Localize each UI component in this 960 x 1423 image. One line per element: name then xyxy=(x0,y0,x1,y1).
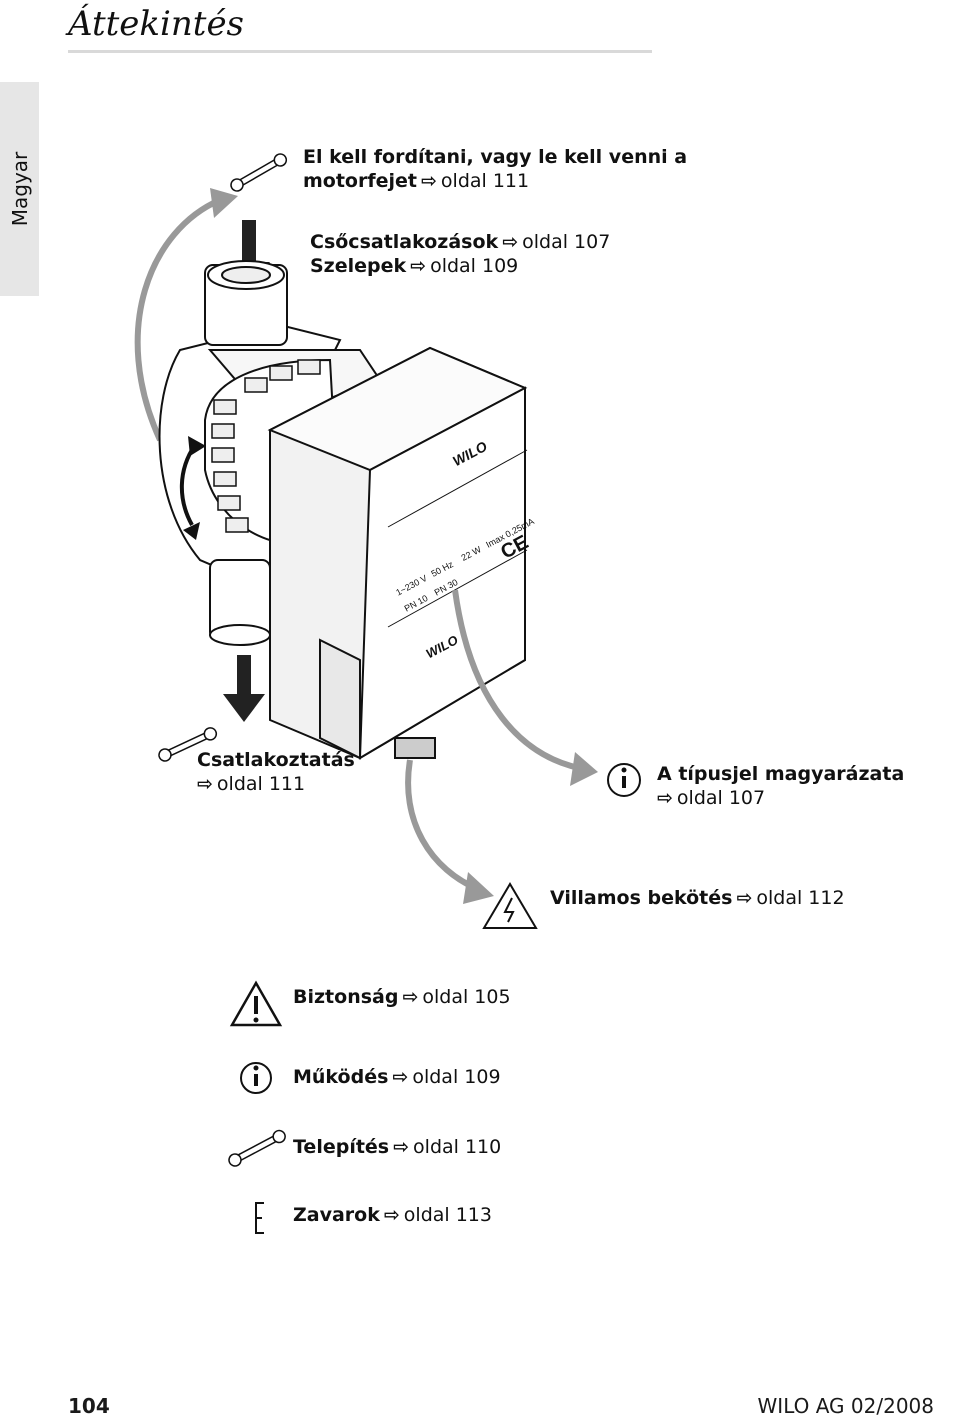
callout-tipusjel: A típusjel magyarázata ⇨oldal 107 xyxy=(657,762,904,810)
wrench-icon xyxy=(230,153,288,192)
nameplate-rating3: 22 W xyxy=(460,544,484,563)
arrow-head-typeplate xyxy=(570,752,598,786)
callout-villamos: Villamos bekötés⇨oldal 112 xyxy=(550,886,845,910)
callout-cso: Csőcsatlakozások⇨oldal 107 Szelepek⇨olda… xyxy=(310,230,610,278)
index-ref[interactable]: oldal 109 xyxy=(412,1066,501,1088)
callout-motorfej: El kell fordítani, vagy le kell venni a … xyxy=(303,145,687,193)
language-tab: Magyar xyxy=(0,82,39,296)
page-title: Áttekintés xyxy=(68,4,245,44)
index-ref[interactable]: oldal 113 xyxy=(403,1204,492,1226)
index-item-biztonsag[interactable]: Biztonság⇨oldal 105 xyxy=(293,985,511,1009)
info-icon xyxy=(607,763,641,797)
nameplate-brand-top: WILO xyxy=(450,440,490,469)
ref-arrow-icon: ⇨ xyxy=(402,986,419,1008)
publisher-info: WILO AG 02/2008 xyxy=(757,1394,934,1418)
index-label: Biztonság xyxy=(293,986,399,1008)
callout-villamos-label: Villamos bekötés xyxy=(550,887,733,909)
ref-arrow-icon: ⇨ xyxy=(383,1204,400,1226)
index-ref[interactable]: oldal 105 xyxy=(422,986,511,1008)
nameplate-pn1: PN 10 xyxy=(403,593,430,614)
ref-arrow-icon: ⇨ xyxy=(502,231,519,253)
index-label: Telepítés xyxy=(293,1136,390,1158)
callout-szelepek-ref[interactable]: oldal 109 xyxy=(430,255,519,277)
ref-arrow-icon: ⇨ xyxy=(393,1136,410,1158)
callout-csatlakoztatas-label: Csatlakoztatás xyxy=(197,749,355,771)
title-divider xyxy=(68,50,652,53)
callout-tipusjel-ref[interactable]: oldal 107 xyxy=(676,787,766,809)
page-number: 104 xyxy=(68,1394,110,1418)
rotate-arc-head xyxy=(210,188,238,218)
callout-cso-ref[interactable]: oldal 107 xyxy=(522,231,611,253)
callout-szelepek-label: Szelepek xyxy=(310,255,407,277)
wrench-icon xyxy=(158,727,218,762)
callout-motorfej-line1: El kell fordítani, vagy le kell venni a xyxy=(303,146,688,168)
index-item-mukodes[interactable]: Működés⇨oldal 109 xyxy=(293,1065,501,1089)
ref-arrow-icon: ⇨ xyxy=(410,255,427,277)
ref-arrow-icon: ⇨ xyxy=(421,170,437,192)
index-label: Működés xyxy=(293,1066,389,1088)
callout-tipusjel-label: A típusjel magyarázata xyxy=(657,763,905,785)
ref-arrow-icon: ⇨ xyxy=(197,773,213,795)
rotate-arc xyxy=(134,197,222,442)
index-item-telepites[interactable]: Telepítés⇨oldal 110 xyxy=(293,1135,501,1159)
arrow-head-electric xyxy=(463,872,494,904)
nameplate-pn2: PN 30 xyxy=(433,577,460,598)
outlet-arrow-icon xyxy=(223,655,265,722)
index-item-zavarok[interactable]: Zavarok⇨oldal 113 xyxy=(293,1203,492,1227)
nameplate-brand-bottom: WILO xyxy=(423,632,460,661)
warning-icon xyxy=(229,980,283,1027)
info-icon xyxy=(240,1062,272,1094)
callout-csatlakoztatas-ref[interactable]: oldal 111 xyxy=(216,773,306,795)
nameplate xyxy=(387,449,528,628)
callout-motorfej-ref[interactable]: oldal 111 xyxy=(440,170,530,192)
motor-box xyxy=(267,346,528,760)
callout-cso-label: Csőcsatlakozások xyxy=(310,231,499,253)
bracket-icon xyxy=(255,1202,264,1234)
wrench-icon xyxy=(228,1129,286,1167)
callout-motorfej-line2: motorfejet xyxy=(303,170,417,192)
ref-arrow-icon: ⇨ xyxy=(657,787,673,809)
ref-arrow-icon: ⇨ xyxy=(392,1066,409,1088)
callout-csatlakoztatas: Csatlakoztatás ⇨oldal 111 xyxy=(197,748,355,796)
ref-arrow-icon: ⇨ xyxy=(736,887,753,909)
index-ref[interactable]: oldal 110 xyxy=(413,1136,502,1158)
callout-villamos-ref[interactable]: oldal 112 xyxy=(756,887,845,909)
index-label: Zavarok xyxy=(293,1204,380,1226)
nameplate-text: WILO 1~230 V 50 Hz 22 W Imax 0,25mA PN 1… xyxy=(394,440,536,661)
electric-warning-icon xyxy=(482,882,538,929)
nameplate-rating2: 50 Hz xyxy=(430,559,456,579)
